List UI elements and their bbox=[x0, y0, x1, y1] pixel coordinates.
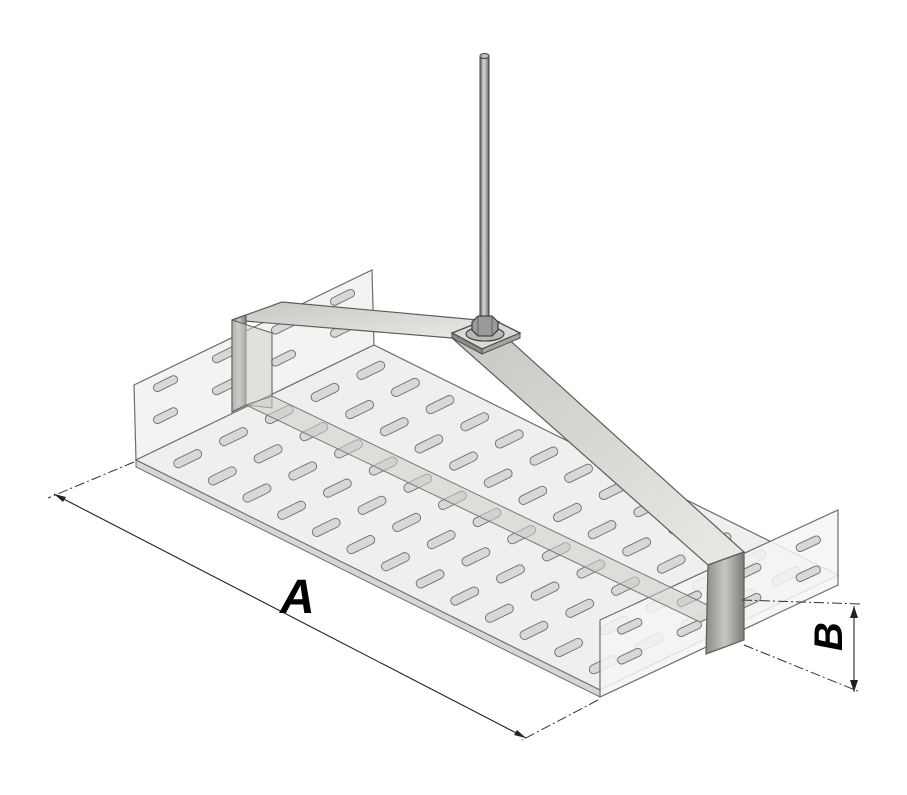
hanger-strap bbox=[231, 301, 746, 655]
strap-top-band bbox=[231, 301, 501, 339]
rod-tip bbox=[479, 53, 490, 59]
tray-slot bbox=[288, 461, 318, 481]
hex-nut bbox=[471, 315, 499, 337]
strap-plate-edge-right bbox=[481, 332, 521, 355]
dim-a-ext-right bbox=[521, 699, 599, 741]
tray-slot bbox=[449, 451, 478, 471]
tray-slot bbox=[617, 647, 643, 665]
tray-slot bbox=[426, 530, 456, 550]
dim-b-arrow-bottom bbox=[850, 680, 858, 692]
dim-b-ext-top bbox=[741, 599, 861, 605]
tray-slot bbox=[346, 535, 376, 555]
tray-slot bbox=[519, 620, 549, 640]
tray-slot bbox=[356, 360, 386, 380]
tray-slot bbox=[450, 586, 480, 606]
tray-slot bbox=[622, 537, 652, 557]
tray-slot bbox=[152, 407, 179, 425]
tray-slot bbox=[219, 427, 248, 447]
strap-right-drop bbox=[705, 551, 745, 655]
tray-slot bbox=[277, 500, 306, 520]
tray-slot bbox=[676, 620, 702, 638]
tray-slot bbox=[414, 434, 444, 454]
tray-slot bbox=[152, 375, 179, 393]
tray-slot bbox=[494, 429, 524, 449]
tray-slot bbox=[357, 495, 387, 515]
tray-slot bbox=[379, 417, 409, 437]
tray-slot bbox=[587, 520, 617, 540]
rod-shaft bbox=[479, 55, 490, 327]
dim-a-ext-left bbox=[47, 461, 135, 499]
tray-slot bbox=[425, 395, 455, 415]
tray-slot bbox=[553, 502, 582, 523]
tray-front-wall-slots bbox=[617, 535, 821, 665]
tray-slot bbox=[311, 517, 341, 537]
tray-slot bbox=[656, 554, 686, 574]
dim-a-label: A bbox=[279, 571, 315, 624]
tray-slot bbox=[310, 382, 340, 402]
tray-slot bbox=[392, 512, 421, 533]
tray-slot bbox=[345, 400, 375, 420]
tray-slot bbox=[207, 466, 237, 486]
tray-slot bbox=[329, 288, 356, 306]
tray-slot bbox=[795, 535, 821, 553]
tray-slot bbox=[530, 581, 560, 601]
tray-slot bbox=[173, 449, 203, 469]
tray-slot bbox=[496, 564, 525, 584]
tray-slot bbox=[242, 483, 272, 503]
tray-slot bbox=[460, 412, 490, 432]
tray-slot bbox=[518, 485, 548, 505]
tray-slot bbox=[415, 569, 445, 589]
tray-slot bbox=[484, 603, 514, 623]
tray-slot bbox=[461, 547, 491, 567]
dim-a-line bbox=[53, 493, 527, 739]
tray-slot bbox=[483, 468, 513, 488]
tray-slot bbox=[795, 565, 821, 583]
tray-slot bbox=[253, 444, 283, 464]
dimension-a: A bbox=[47, 461, 599, 741]
dimension-b: B bbox=[741, 599, 861, 693]
dim-b-arrow-top bbox=[850, 606, 858, 618]
tray-slot bbox=[322, 478, 352, 498]
tray-slot bbox=[391, 377, 420, 398]
tray-back-wall-slots bbox=[152, 288, 356, 425]
tray-slot bbox=[554, 637, 583, 658]
tray-slot bbox=[564, 463, 593, 483]
tray-slot bbox=[529, 446, 559, 466]
dim-b-label: B bbox=[807, 622, 851, 651]
dim-b-ext-bottom bbox=[743, 644, 861, 693]
dim-a-arrow-left bbox=[54, 494, 66, 502]
tray-slot bbox=[381, 552, 410, 572]
threaded-rod bbox=[465, 53, 505, 342]
dim-a-arrow-right bbox=[514, 730, 526, 738]
tray-slot bbox=[617, 617, 643, 635]
tray-slot bbox=[565, 598, 595, 618]
